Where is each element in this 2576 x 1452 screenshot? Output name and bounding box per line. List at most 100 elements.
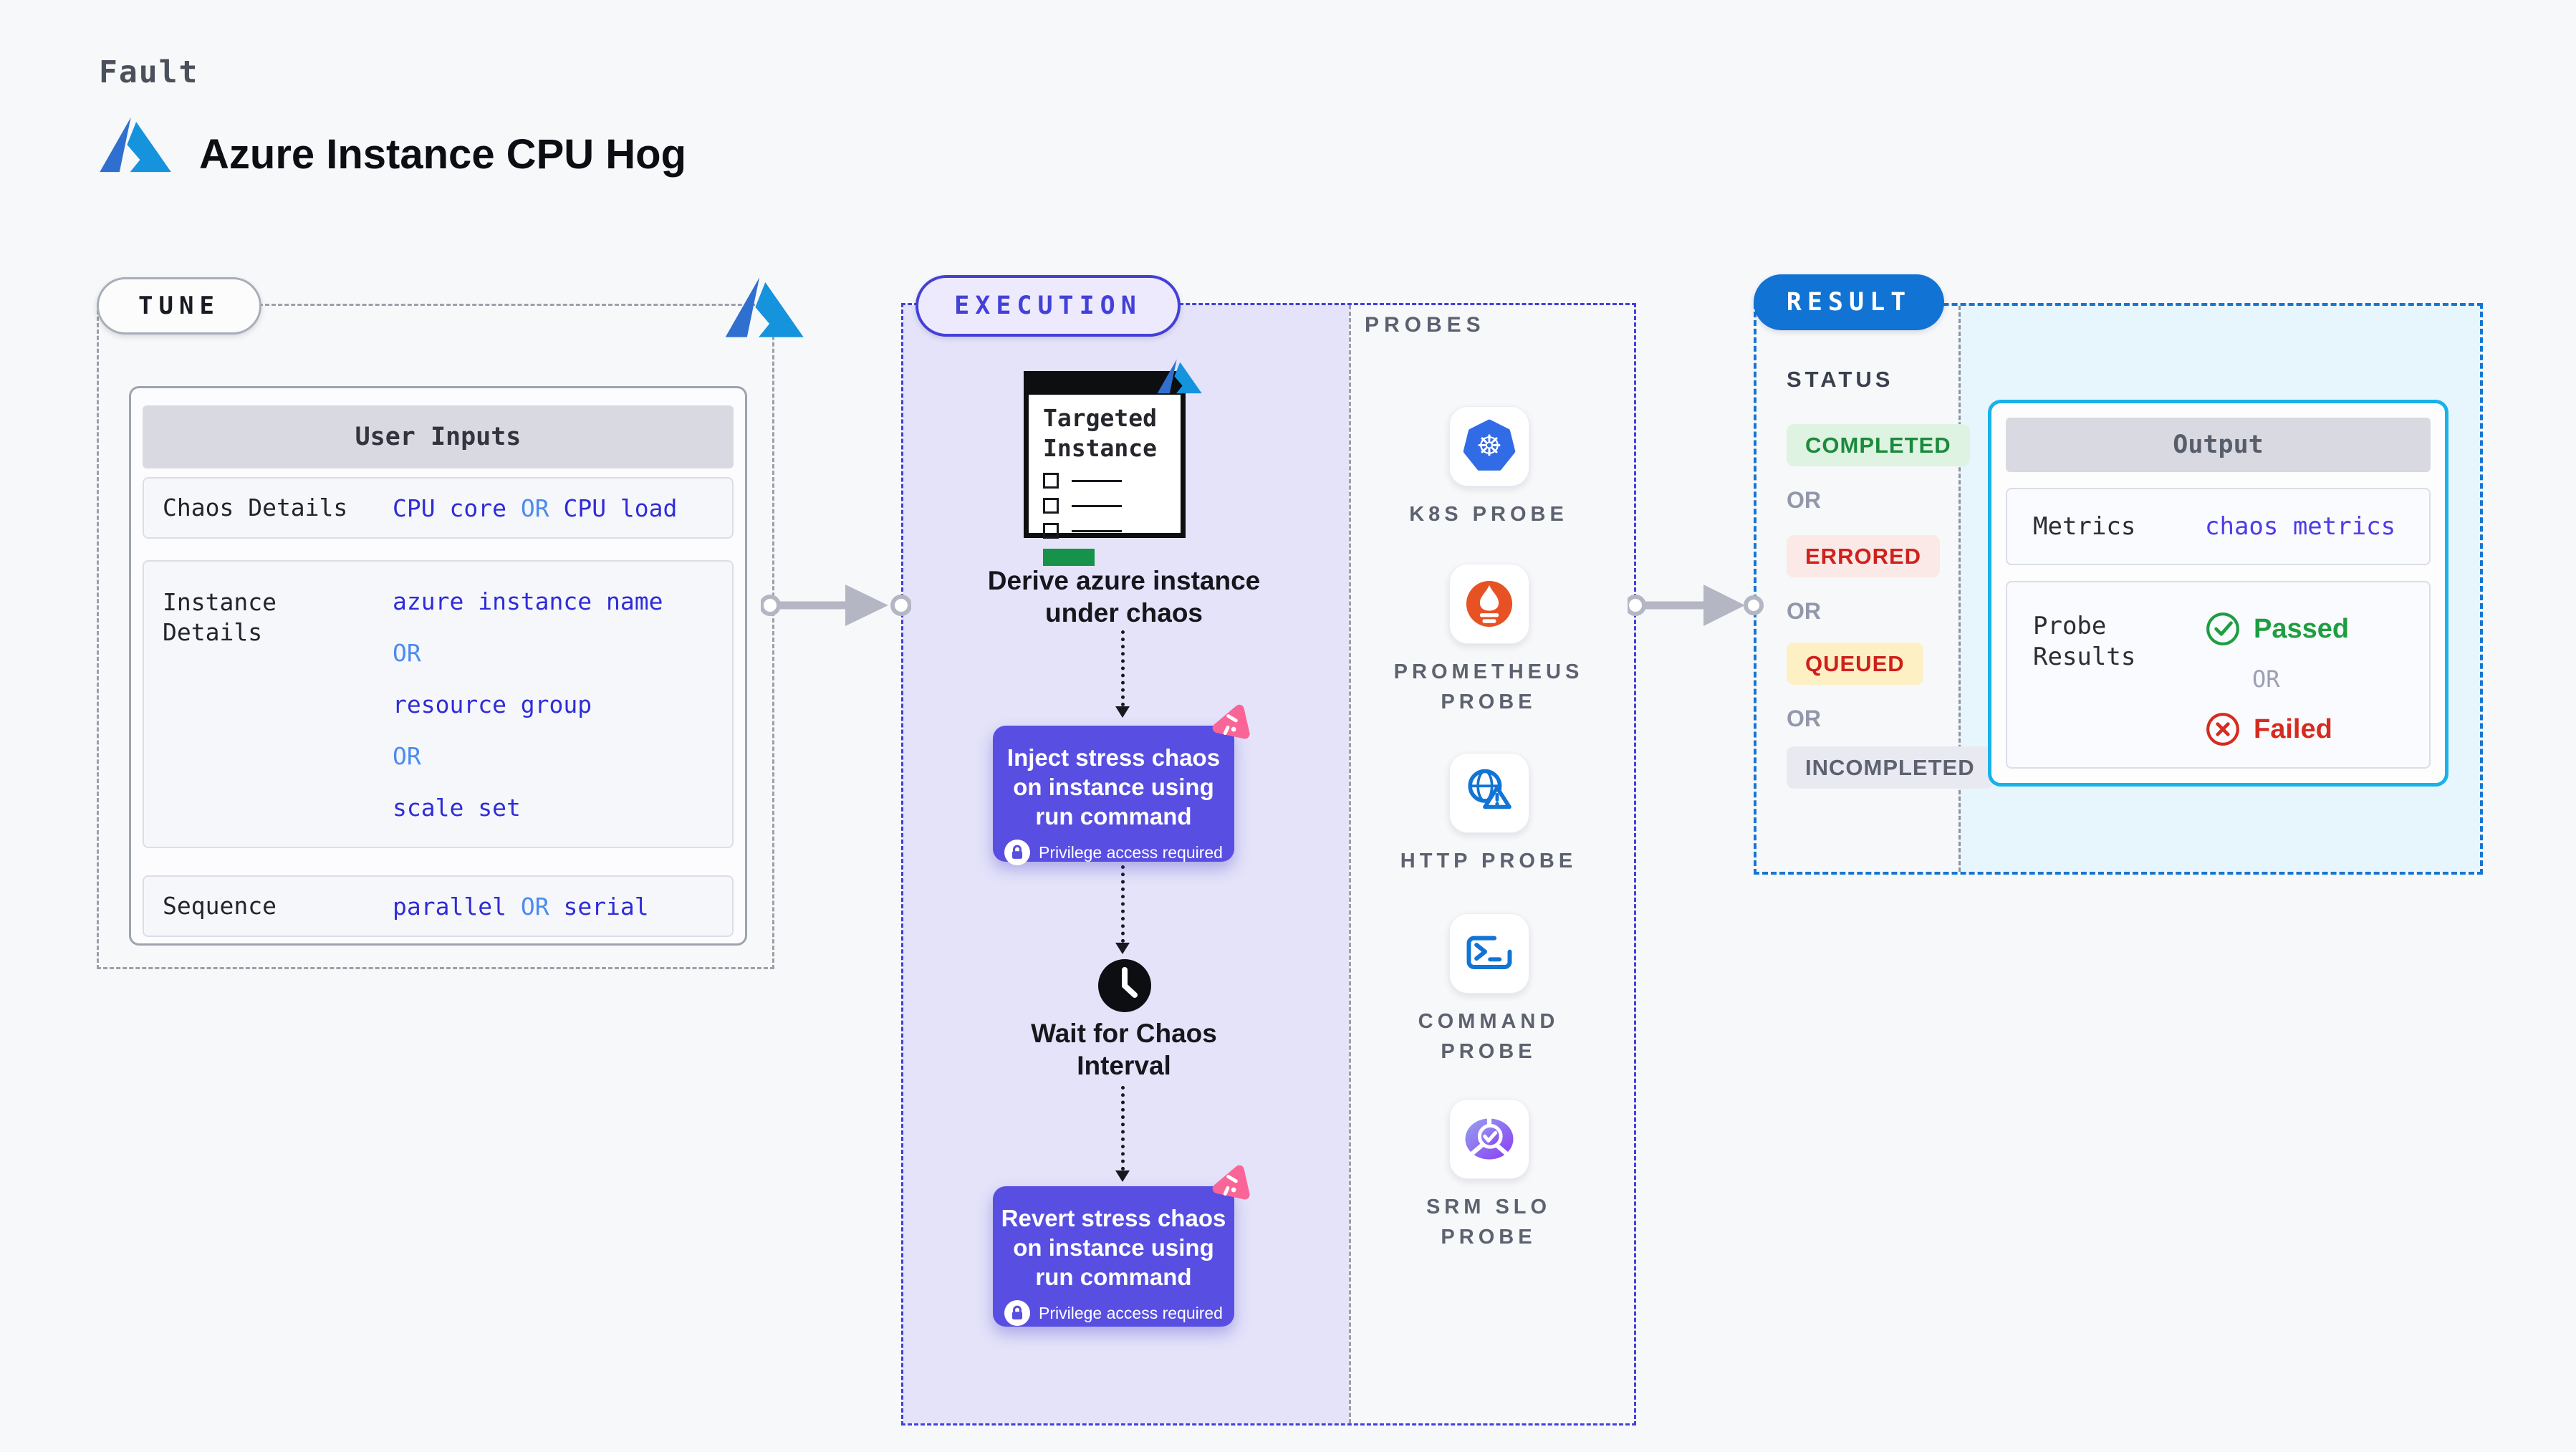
clock-icon [1098, 959, 1151, 1012]
probes-title: PROBES [1365, 313, 1486, 337]
privilege-note: Privilege access required [1004, 840, 1223, 865]
result-section-label: RESULT [1754, 274, 1944, 330]
instance-option: resource group [393, 691, 592, 718]
probe-results-row: Probe Results Passed OR Failed [2006, 581, 2431, 769]
http-globe-icon [1468, 769, 1512, 809]
failed-line: Failed [2205, 711, 2349, 747]
lock-icon [1004, 1300, 1031, 1326]
privilege-label: Privilege access required [1039, 1303, 1223, 1322]
flow-arrow-tune-to-execution [761, 585, 911, 626]
status-or: OR [1787, 706, 1821, 731]
metrics-label: Metrics [2033, 511, 2136, 541]
window-titlebar [1029, 376, 1181, 395]
x-circle-icon [2206, 713, 2239, 746]
dotted-arrow [1115, 630, 1130, 718]
fault-eyebrow: Fault [99, 54, 199, 90]
inject-chaos-step: Inject stress chaos on instance using ru… [993, 704, 1250, 865]
status-badge-queued: QUEUED [1787, 643, 1923, 685]
probe-label: K8S PROBE [1409, 503, 1568, 526]
output-header: Output [2006, 418, 2431, 472]
chaos-or: OR [520, 494, 549, 522]
status-or: OR [1787, 487, 1821, 513]
chaos-option-b: CPU load [563, 494, 678, 522]
prometheus-icon [1466, 580, 1513, 628]
kubernetes-icon: ☸ [1463, 419, 1516, 471]
sequence-or: OR [520, 892, 549, 920]
inject-step-text: Inject stress chaos on instance using ru… [1006, 744, 1221, 830]
command-terminal-icon [1466, 936, 1512, 969]
status-badge-errored: ERRORED [1787, 535, 1941, 577]
sequence-option-a: parallel [393, 892, 506, 920]
targeted-instance-window: Targeted Instance [1024, 371, 1186, 566]
chaos-details-value: CPU core OR CPU load [393, 494, 677, 522]
privilege-note: Privilege access required [1004, 1300, 1223, 1326]
checkbox-icon [1043, 523, 1059, 539]
flow-arrow-execution-to-result [1628, 585, 1764, 626]
execution-section-label: EXECUTION [915, 275, 1181, 337]
passed-line: Passed [2205, 611, 2349, 647]
tune-section-label: TUNE [97, 277, 261, 335]
targeted-instance-title: Targeted Instance [1043, 404, 1157, 462]
dotted-arrow [1115, 865, 1130, 954]
lock-icon [1004, 840, 1031, 865]
status-title: STATUS [1787, 367, 1894, 392]
user-inputs-header: User Inputs [143, 405, 734, 468]
wait-caption: Wait for Chaos Interval [1031, 1019, 1217, 1080]
azure-logo-icon [1157, 359, 1202, 394]
instance-option: azure instance name [393, 587, 663, 615]
chaos-option-a: CPU core [393, 494, 506, 522]
probe-card-http [1449, 753, 1529, 833]
line [1072, 504, 1122, 507]
chaos-details-label: Chaos Details [163, 494, 348, 521]
svg-text:☸: ☸ [1476, 429, 1502, 463]
metrics-row: Metrics chaos metrics [2006, 488, 2431, 565]
user-inputs-card: User Inputs Chaos Details CPU core OR CP… [129, 386, 747, 946]
results-or: OR [2252, 665, 2280, 693]
line [1072, 479, 1122, 482]
checkbox-icon [1043, 473, 1059, 489]
checkbox-row [1043, 523, 1181, 539]
instance-or: OR [393, 742, 421, 770]
instance-details-values: azure instance name OR resource group OR… [393, 587, 663, 822]
metrics-value: chaos metrics [2205, 512, 2396, 541]
chaos-hub-icon [1212, 1165, 1250, 1200]
probe-card-command [1449, 913, 1529, 994]
checkbox-row [1043, 473, 1181, 489]
revert-step-text: Revert stress chaos on instance using ru… [1001, 1205, 1226, 1290]
probes-panel [1349, 305, 1634, 1423]
probe-results-label: Probe Results [2033, 612, 2136, 671]
status-badge-incompleted: INCOMPLETED [1787, 746, 1994, 789]
line [1072, 529, 1122, 532]
tune-section-frame [97, 304, 774, 969]
page-title: Azure Instance CPU Hog [199, 131, 686, 178]
probe-label: COMMAND PROBE [1418, 1010, 1559, 1063]
checkbox-row [1043, 498, 1181, 514]
chaos-details-row: Chaos Details CPU core OR CPU load [143, 477, 734, 539]
dotted-arrow [1115, 1086, 1130, 1182]
chaos-hub-icon [1212, 704, 1250, 739]
progress-bar [1043, 549, 1095, 566]
probe-card-prometheus [1449, 564, 1529, 644]
checkbox-icon [1043, 498, 1059, 514]
probe-card-srm-slo [1449, 1099, 1529, 1179]
status-badge-completed: COMPLETED [1787, 424, 1970, 466]
check-circle-icon [2206, 612, 2239, 645]
probe-label: SRM SLO PROBE [1426, 1196, 1552, 1249]
probe-results-values: Passed OR Failed [2205, 611, 2349, 747]
passed-label: Passed [2254, 613, 2350, 644]
probe-label: HTTP PROBE [1400, 850, 1577, 872]
sequence-value: parallel OR serial [393, 893, 649, 920]
sequence-option-b: serial [563, 892, 649, 920]
status-or: OR [1787, 598, 1821, 624]
probe-card-k8s: ☸ [1449, 406, 1529, 486]
instance-details-label: Instance Details [163, 588, 277, 646]
output-card: Output Metrics chaos metrics Probe Resul… [1988, 400, 2448, 787]
azure-logo-icon [725, 277, 804, 337]
derive-caption: Derive azure instance under chaos [987, 566, 1261, 628]
failed-label: Failed [2254, 713, 2332, 744]
revert-chaos-step: Revert stress chaos on instance using ru… [993, 1165, 1250, 1327]
instance-option: scale set [393, 794, 521, 822]
sequence-label: Sequence [163, 892, 277, 920]
privilege-label: Privilege access required [1039, 842, 1223, 862]
